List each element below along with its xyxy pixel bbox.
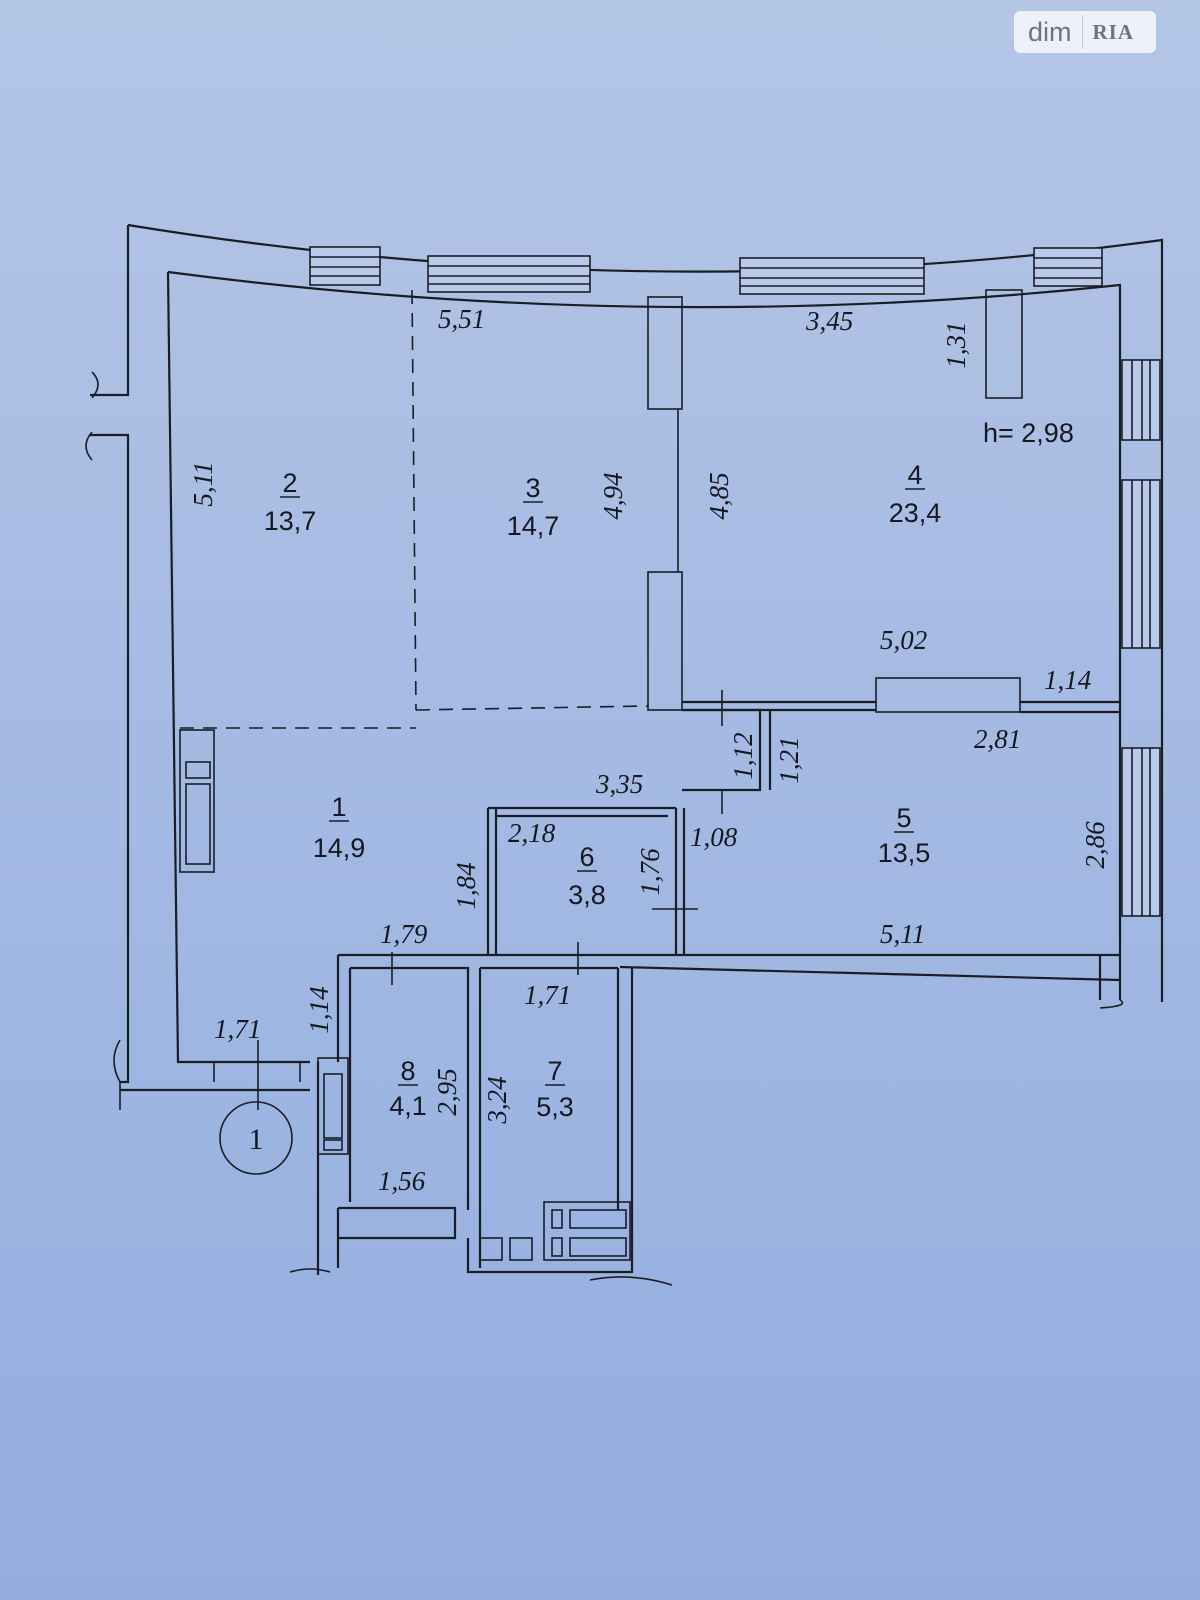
window-top-3 <box>739 257 925 295</box>
window-right-3 <box>1121 747 1161 917</box>
room-3-number: 3 <box>525 473 540 503</box>
room-4-number: 4 <box>907 460 922 490</box>
interior-walls <box>179 289 1121 1286</box>
window-top-2 <box>427 255 591 293</box>
room-8-number: 8 <box>400 1056 415 1086</box>
room-6-area: 3,8 <box>568 880 606 910</box>
dim-1-12: 1,12 <box>728 732 758 779</box>
dim-1-76: 1,76 <box>635 848 665 896</box>
window-top-4 <box>1033 247 1103 287</box>
dim-2-86: 2,86 <box>1080 821 1110 869</box>
dim-1-84: 1,84 <box>451 862 481 909</box>
dim-1-14-left: 1,14 <box>304 986 334 1033</box>
window-right-2 <box>1121 479 1161 649</box>
room-labels: 2 13,7 3 14,7 4 23,4 1 14,9 5 13,5 6 3,8… <box>264 460 942 1122</box>
dim-1-14-right: 1,14 <box>1044 665 1091 695</box>
window-top-1 <box>309 246 381 286</box>
room-5-number: 5 <box>896 803 911 833</box>
dim-3-35: 3,35 <box>595 769 643 799</box>
dim-4-94: 4,94 <box>598 472 628 519</box>
dim-1-79: 1,79 <box>380 919 428 949</box>
dim-5-51: 5,51 <box>438 304 485 334</box>
dim-5-11-left: 5,11 <box>188 461 218 506</box>
zone-lines <box>180 289 649 729</box>
dim-1-56: 1,56 <box>378 1166 426 1196</box>
room-4-area: 23,4 <box>889 498 942 528</box>
windows <box>309 246 1161 917</box>
ceiling-height-label: h= 2,98 <box>983 418 1074 448</box>
dim-4-85: 4,85 <box>704 472 734 519</box>
watermark-ria-text: RIA <box>1092 19 1135 44</box>
dim-1-08: 1,08 <box>690 822 738 852</box>
dim-1-71-mid: 1,71 <box>524 980 571 1010</box>
room-7-number: 7 <box>547 1056 562 1086</box>
room-3-area: 14,7 <box>507 511 560 541</box>
room-2-number: 2 <box>282 468 297 498</box>
entrance-marker: 1 <box>219 1101 293 1175</box>
dim-2-81: 2,81 <box>974 724 1021 754</box>
dim-5-02: 5,02 <box>880 625 927 655</box>
dim-3-45: 3,45 <box>805 306 853 336</box>
watermark-divider <box>1081 15 1083 49</box>
watermark-logo: dim RIA <box>1014 11 1156 53</box>
room-1-area: 14,9 <box>313 833 366 863</box>
dim-1-21: 1,21 <box>774 736 804 783</box>
entrance-circle <box>219 1101 293 1175</box>
dim-1-31: 1,31 <box>941 321 971 368</box>
room-1-number: 1 <box>331 792 346 822</box>
entrance-number: 1 <box>249 1123 264 1156</box>
room-7-area: 5,3 <box>536 1092 574 1122</box>
dimension-labels: 5,51 3,45 1,31 5,11 4,94 4,85 5,02 1,14 … <box>188 304 1110 1196</box>
watermark-dim-text: dim <box>1028 16 1072 47</box>
room-8-area: 4,1 <box>389 1091 427 1121</box>
dimension-ticks <box>257 690 723 1110</box>
room-5-area: 13,5 <box>878 838 931 868</box>
dim-3-24: 3,24 <box>482 1076 512 1124</box>
room-2-area: 13,7 <box>264 506 317 536</box>
dim-2-95: 2,95 <box>432 1068 462 1115</box>
dim-1-71-left: 1,71 <box>214 1014 261 1044</box>
window-right-1 <box>1121 359 1161 441</box>
dim-5-11-bottom: 5,11 <box>880 919 925 949</box>
room-6-number: 6 <box>579 842 594 872</box>
dim-2-18: 2,18 <box>508 818 556 848</box>
